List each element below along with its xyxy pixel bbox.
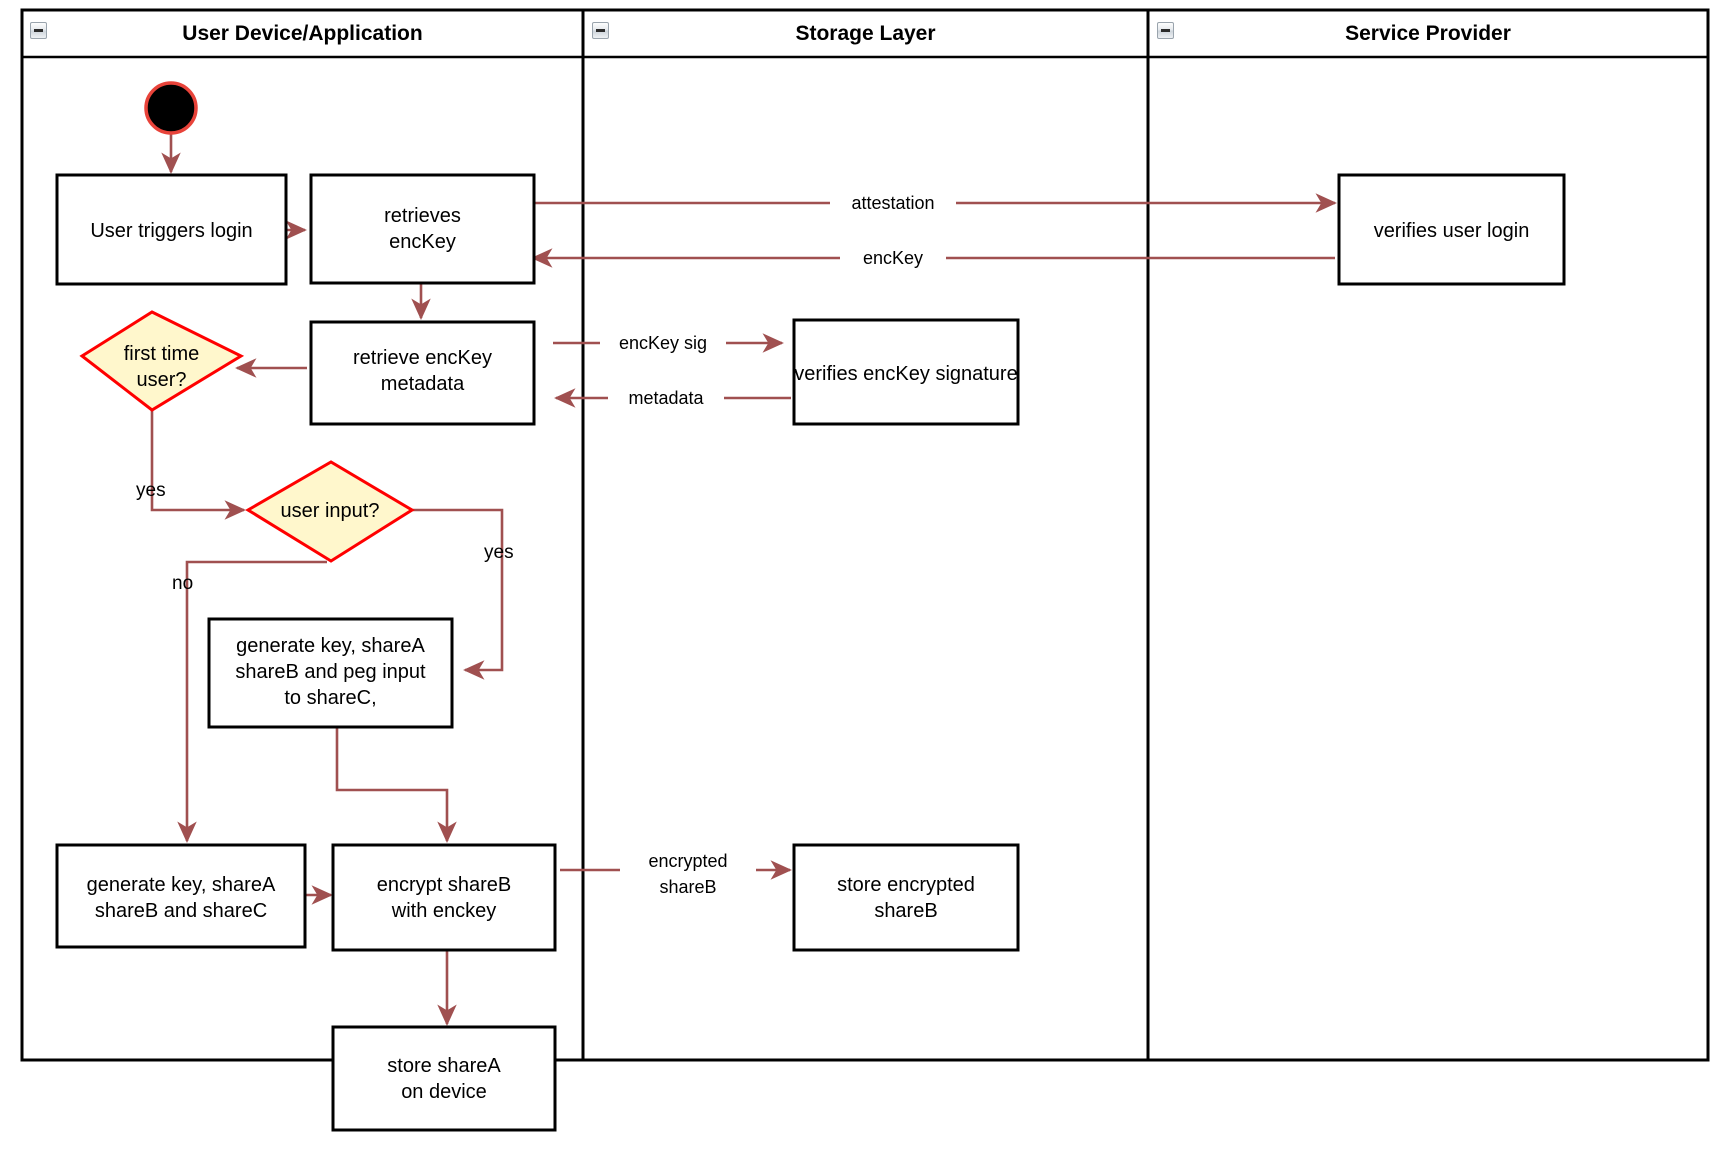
edge-generatepeg-to-encrypt (335, 727, 457, 843)
node-verifies-user-login (1337, 173, 1566, 286)
node-retrieves-enckey (309, 173, 536, 285)
hit-node-generate-shares[interactable] (57, 845, 305, 947)
node-user-triggers-login (55, 173, 288, 286)
node-first-time-user (79, 310, 245, 412)
edge-userinput-no (177, 560, 327, 843)
hit-node-first-time-user[interactable] (82, 312, 241, 410)
collapse-minus-icon-storage-layer[interactable] (592, 22, 609, 39)
edge-firsttime-yes (150, 410, 246, 520)
flow-nodes (55, 81, 1566, 1132)
lane-header-storage-layer: Storage Layer (795, 22, 936, 45)
hit-node-user-triggers-login[interactable] (57, 175, 286, 284)
node-store-encrypted-shareb (792, 843, 1020, 952)
node-generate-peg (207, 617, 454, 729)
node-verifies-enckey-signature (792, 318, 1020, 426)
hit-node-store-sharea[interactable] (333, 1027, 555, 1130)
collapse-minus-icon-user-device[interactable] (30, 22, 47, 39)
hit-node-verifies-enckey-signature[interactable] (794, 320, 1018, 424)
hit-node-generate-peg[interactable] (209, 619, 452, 727)
node-initial-start (144, 81, 198, 135)
lane-header-user-device: User Device/Application (182, 22, 423, 45)
node-retrieve-enckey-metadata (309, 320, 536, 426)
node-store-sharea (331, 1025, 557, 1132)
hit-node-retrieve-enckey-metadata[interactable] (311, 322, 534, 424)
node-generate-shares (55, 843, 307, 949)
hit-node-user-input[interactable] (248, 462, 412, 561)
node-user-input (245, 460, 415, 563)
hit-node-verifies-user-login[interactable] (1339, 175, 1564, 284)
hit-node-retrieves-enckey[interactable] (311, 175, 534, 283)
lane-header-service-provider: Service Provider (1345, 22, 1511, 45)
hit-node-encrypt-shareb[interactable] (333, 845, 555, 950)
edge-userinput-yes (409, 508, 504, 680)
hit-node-store-encrypted-shareb[interactable] (794, 845, 1018, 950)
node-encrypt-shareb (331, 843, 557, 952)
collapse-minus-icon-service-provider[interactable] (1157, 22, 1174, 39)
hit-node-initial-start[interactable] (146, 83, 196, 133)
